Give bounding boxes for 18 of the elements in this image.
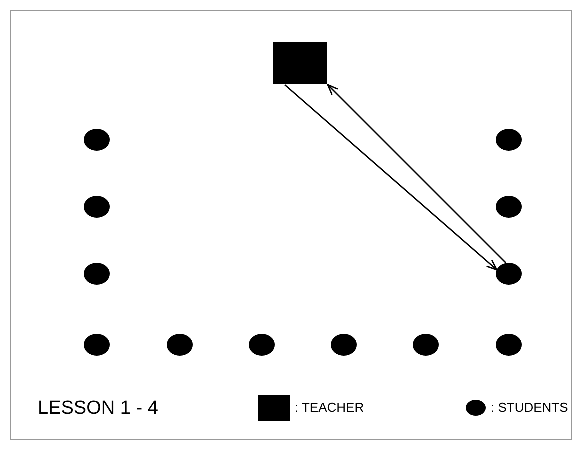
teacher-square bbox=[273, 42, 327, 84]
student-oval bbox=[413, 334, 439, 356]
student-oval bbox=[84, 129, 110, 151]
student-oval bbox=[249, 334, 275, 356]
student-oval bbox=[496, 196, 522, 218]
student-oval bbox=[496, 129, 522, 151]
student-oval bbox=[496, 334, 522, 356]
student-oval bbox=[84, 334, 110, 356]
legend-text: : STUDENTS bbox=[491, 400, 568, 415]
arrow bbox=[327, 84, 506, 264]
arrow bbox=[284, 84, 498, 271]
lesson-label: LESSON 1 - 4 bbox=[38, 398, 158, 420]
legend-text: : TEACHER bbox=[295, 400, 364, 415]
student-oval bbox=[496, 263, 522, 285]
student-oval bbox=[84, 263, 110, 285]
student-oval bbox=[331, 334, 357, 356]
student-oval bbox=[167, 334, 193, 356]
student-oval bbox=[84, 196, 110, 218]
